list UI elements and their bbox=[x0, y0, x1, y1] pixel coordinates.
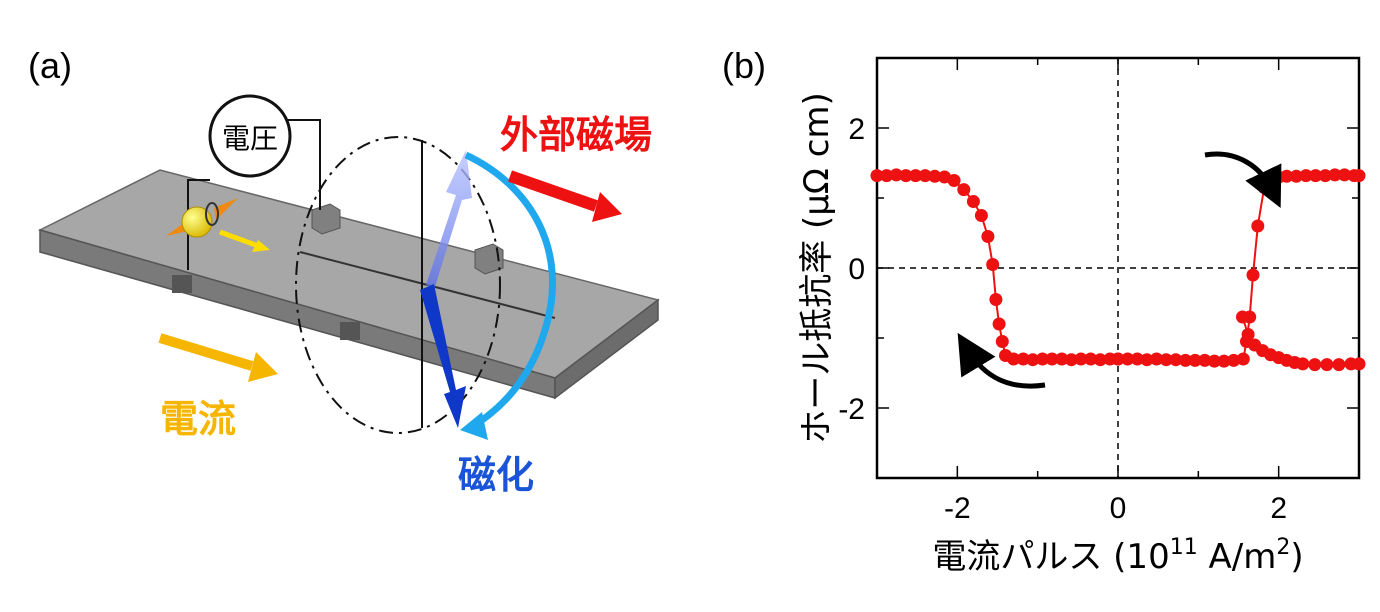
data-point bbox=[1296, 357, 1310, 371]
x-tick-label: 0 bbox=[1110, 492, 1127, 525]
data-point bbox=[1055, 352, 1069, 366]
y-tick-label: 2 bbox=[848, 113, 865, 146]
data-point bbox=[1246, 268, 1260, 282]
data-point bbox=[1217, 354, 1231, 368]
data-point bbox=[1332, 358, 1346, 372]
data-point bbox=[1241, 328, 1255, 341]
data-point bbox=[1338, 168, 1351, 182]
data-point bbox=[1150, 352, 1164, 366]
data-point bbox=[1179, 353, 1192, 367]
data-point bbox=[986, 258, 1000, 271]
data-point bbox=[947, 174, 961, 187]
data-point bbox=[1207, 354, 1221, 368]
voltmeter-label: 電圧 bbox=[222, 122, 278, 155]
data-point bbox=[899, 169, 913, 183]
data-point bbox=[1198, 353, 1212, 367]
panel-a-label: (a) bbox=[28, 45, 72, 86]
data-point bbox=[1352, 169, 1366, 183]
data-point bbox=[1074, 352, 1088, 366]
hall-bar-slab bbox=[37, 169, 660, 400]
y-axis-label: ホール抵抗率 (μΩ cm) bbox=[797, 92, 837, 444]
series-line-2 bbox=[1241, 316, 1359, 366]
precession-orbit bbox=[295, 136, 501, 434]
sweep-arrow-up bbox=[1204, 151, 1282, 209]
data-point bbox=[995, 335, 1009, 348]
small-current-arrowhead bbox=[252, 240, 270, 252]
data-point bbox=[1352, 357, 1366, 371]
current-label: 電流 bbox=[160, 397, 236, 441]
data-point bbox=[1289, 169, 1303, 183]
data-point bbox=[981, 230, 995, 243]
field-arrow bbox=[508, 170, 622, 222]
data-point bbox=[957, 183, 971, 197]
field-label: 外部磁場 bbox=[500, 113, 652, 157]
data-point bbox=[1236, 352, 1250, 366]
data-point bbox=[1308, 358, 1322, 372]
data-point bbox=[1188, 353, 1202, 367]
data-point bbox=[909, 169, 923, 183]
contact-pad-top bbox=[311, 203, 341, 235]
data-point bbox=[1045, 352, 1059, 366]
tick-labels: -2 0 2 -2 0 2 bbox=[838, 113, 1287, 525]
data-point bbox=[1007, 352, 1021, 366]
x-tick-label: -2 bbox=[944, 492, 971, 525]
data-point bbox=[1084, 352, 1098, 366]
data-point bbox=[928, 169, 942, 183]
axis-ticks bbox=[876, 57, 1360, 479]
data-point bbox=[1309, 169, 1323, 183]
y-tick-label: 0 bbox=[848, 253, 865, 286]
data-point bbox=[889, 168, 903, 182]
data-point bbox=[1280, 169, 1294, 183]
hall-loop-chart: -2 0 2 -2 0 2 bbox=[838, 56, 1366, 525]
data-point bbox=[966, 195, 980, 208]
magnetization-label: 磁化 bbox=[458, 453, 534, 497]
data-point bbox=[989, 293, 1003, 306]
y-tick-label: -2 bbox=[838, 393, 865, 426]
panel-b: (b) -2 0 2 -2 0 2 電流パルス (1011 A/m2) ホール抵抗率 (μ… bbox=[722, 45, 1366, 577]
panel-a: (a) 電圧 bbox=[28, 45, 660, 497]
data-point bbox=[1159, 353, 1173, 367]
data-point bbox=[870, 169, 884, 183]
data-point bbox=[1299, 169, 1313, 183]
spin-electron-icon bbox=[166, 198, 238, 238]
data-point bbox=[974, 209, 988, 222]
data-point bbox=[880, 169, 894, 183]
data-point bbox=[1026, 353, 1040, 367]
x-tick-label: 2 bbox=[1270, 492, 1287, 525]
data-point bbox=[1169, 353, 1183, 367]
data-point bbox=[1121, 352, 1135, 366]
contact-pad-bottom-left bbox=[172, 275, 192, 293]
data-point bbox=[1318, 169, 1332, 183]
magnetization-vectors bbox=[420, 150, 556, 440]
panel-b-label: (b) bbox=[722, 45, 766, 86]
data-point bbox=[1251, 219, 1265, 233]
data-point bbox=[992, 317, 1006, 331]
sweep-arrow-down bbox=[957, 332, 1046, 389]
data-point bbox=[1016, 352, 1030, 366]
zero-reference-lines bbox=[877, 58, 1359, 478]
data-point bbox=[1036, 352, 1049, 366]
data-point bbox=[918, 169, 932, 183]
data-point bbox=[1320, 358, 1334, 372]
data-point bbox=[1093, 353, 1107, 367]
data-point bbox=[1236, 310, 1249, 324]
data-point bbox=[1064, 353, 1078, 367]
x-axis-label: 電流パルス (1011 A/m2) bbox=[932, 535, 1303, 577]
voltmeter: 電圧 bbox=[187, 94, 321, 270]
data-point bbox=[1328, 168, 1342, 182]
current-arrow bbox=[158, 333, 278, 382]
data-point bbox=[1130, 352, 1144, 366]
contact-pad-right bbox=[474, 243, 504, 275]
data-point bbox=[1140, 353, 1154, 367]
data-point bbox=[1111, 352, 1125, 366]
data-point bbox=[1227, 353, 1241, 367]
contact-pad-bottom-mid bbox=[340, 322, 360, 340]
